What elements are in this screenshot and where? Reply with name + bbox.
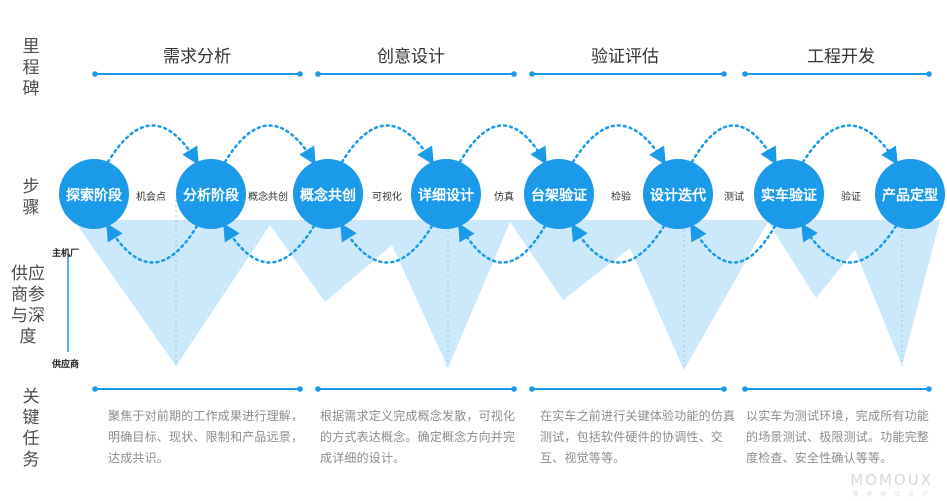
row-label-milestone: 里 程 碑 — [22, 37, 40, 99]
step-label-4: 详细设计 — [418, 188, 474, 204]
link-label-7: 验证 — [841, 192, 861, 203]
cycle-arc-bottom-4 — [458, 222, 547, 264]
step-circle-2 — [176, 159, 246, 229]
step-label-8: 产品定型 — [882, 188, 938, 204]
cycle-arc-top-4 — [458, 124, 547, 166]
step-label-5: 台架验证 — [531, 188, 587, 204]
task-bar-1-end-dot — [297, 386, 303, 392]
cycle-arc-top-6 — [690, 124, 777, 166]
step-label-1: 探索阶段 — [66, 188, 122, 204]
cycle-arc-top-2 — [223, 124, 316, 165]
row-label-supplier: 供应 商参 与深 度 — [11, 264, 45, 347]
phase-title-3: 验证评估 — [591, 47, 659, 67]
step-circle-5 — [524, 159, 594, 229]
link-label-5: 检验 — [611, 192, 631, 203]
task-bar-4-start-dot — [742, 386, 748, 392]
phase-title-2: 创意设计 — [377, 47, 445, 67]
step-circle-4 — [411, 159, 481, 229]
task-bar-4-end-dot — [926, 386, 932, 392]
task-text-2: 根据需求定义完成概念发散，可视化的方式表达概念。确定概念方向并完成详细的设计。 — [320, 409, 516, 465]
phase-title-4: 工程开发 — [807, 47, 875, 67]
tier-label-supplier: 供应商 — [52, 360, 80, 370]
step-label-6: 设计迭代 — [650, 188, 706, 204]
step-label-7: 实车验证 — [761, 188, 817, 204]
cycle-arc-bottom-3 — [340, 223, 434, 264]
link-label-1: 机会点 — [136, 192, 166, 203]
brand-logo: MOMOUX — [850, 471, 933, 489]
task-bar-3-end-dot — [721, 386, 727, 392]
step-circles — [59, 159, 945, 229]
cycle-arc-top-7 — [801, 124, 898, 165]
phase-title-1: 需求分析 — [163, 47, 231, 67]
supplier-involvement-area — [75, 220, 940, 370]
task-bar-2-end-dot — [511, 386, 517, 392]
cycle-arcs — [106, 124, 898, 264]
phase-bar-4-end-dot — [926, 71, 932, 77]
link-label-3: 可视化 — [372, 192, 402, 203]
step-circle-6 — [643, 159, 713, 229]
task-text-1: 聚焦于对前期的工作成果进行理解，明确目标、现状、限制和产品远景，达成共识。 — [108, 409, 304, 465]
task-text-4: 以实车为测试环境，完成所有功能的场景测试、极限测试。功能完整度检查、安全性确认等… — [746, 409, 930, 465]
step-circle-3 — [293, 159, 363, 229]
cycle-arc-top-3 — [340, 124, 434, 165]
cycle-arc-top-1 — [106, 124, 199, 165]
step-label-2: 分析阶段 — [183, 188, 239, 204]
task-bars — [92, 386, 932, 392]
phase-bar-2-end-dot — [511, 71, 517, 77]
cycle-arc-top-5 — [571, 124, 666, 165]
step-circle-1 — [59, 159, 129, 229]
cycle-arc-bottom-7 — [801, 223, 898, 264]
tier-label-oem: 主机厂 — [52, 249, 80, 259]
cycle-arc-bottom-1 — [106, 223, 199, 264]
cycle-arc-bottom-5 — [571, 223, 666, 264]
phase-bars — [92, 71, 932, 77]
task-bar-1-start-dot — [92, 386, 98, 392]
phase-bar-3-start-dot — [529, 71, 535, 77]
link-label-6: 测试 — [724, 192, 744, 203]
link-label-4: 仿真 — [494, 192, 514, 203]
phase-bar-4-start-dot — [742, 71, 748, 77]
brand-tagline: 莫 莫 体 验 设 计 — [852, 491, 931, 498]
task-bar-3-start-dot — [529, 386, 535, 392]
phase-bar-2-start-dot — [315, 71, 321, 77]
depth-drop-lines — [175, 200, 903, 370]
step-circle-7 — [754, 159, 824, 229]
phase-bar-1-start-dot — [92, 71, 98, 77]
cycle-arc-bottom-2 — [223, 223, 316, 264]
phase-bar-3-end-dot — [721, 71, 727, 77]
task-text-3: 在实车之前进行关键体验功能的仿真测试，包括软件硬件的协调性、交互、视觉等等。 — [540, 409, 736, 465]
row-label-steps: 步 骤 — [22, 177, 40, 218]
link-label-2: 概念共创 — [248, 192, 288, 203]
task-bar-2-start-dot — [315, 386, 321, 392]
step-circle-8 — [875, 159, 945, 229]
row-label-tasks: 关 键 任 务 — [22, 387, 40, 470]
cycle-arc-bottom-6 — [690, 222, 777, 264]
phase-bar-1-end-dot — [297, 71, 303, 77]
step-label-3: 概念共创 — [300, 188, 356, 204]
